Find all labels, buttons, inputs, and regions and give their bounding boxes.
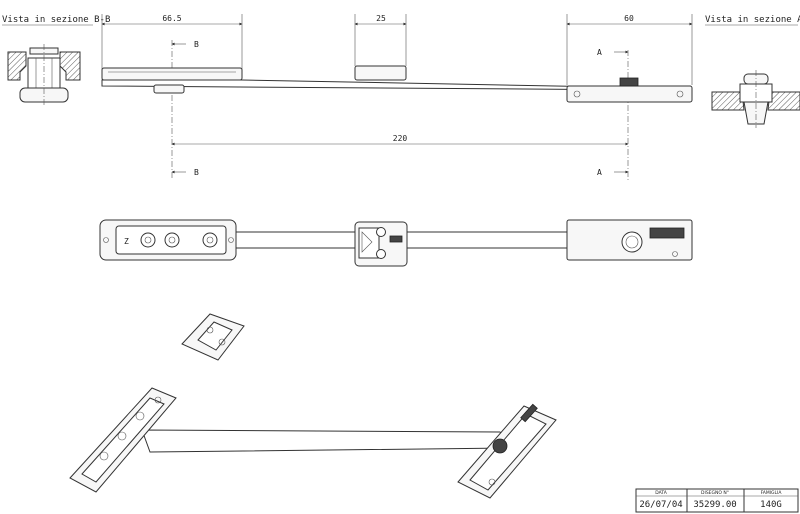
top-view: Z <box>99 219 693 267</box>
side-slider <box>354 65 407 81</box>
marker-b-bottom: B <box>194 168 199 177</box>
isometric-view <box>69 313 557 499</box>
title-block-header-family: FAMIGLIA <box>761 490 783 496</box>
section-title-aa: Vista in sezione A-A <box>705 15 800 25</box>
title-block-family: 140G <box>760 500 782 510</box>
section-bb-detail <box>7 44 81 106</box>
dimension-60: 60 <box>624 14 634 23</box>
dimension-66-5: 66.5 <box>162 14 181 23</box>
svg-text:Z: Z <box>124 237 129 246</box>
marker-a-bottom: A <box>597 168 602 177</box>
title-block-header-drawing: DISEGNO N° <box>701 490 729 496</box>
marker-a-top: A <box>597 48 602 57</box>
side-right-plate <box>566 85 693 103</box>
iso-arm <box>141 429 513 453</box>
side-view: 66.5 25 60 220 B B A A <box>101 14 693 180</box>
title-block-header-date: DATA <box>655 490 668 496</box>
side-left-plate <box>101 67 243 81</box>
dimension-25: 25 <box>376 14 386 23</box>
title-block-date: 26/07/04 <box>639 500 682 510</box>
dimension-220: 220 <box>393 134 408 143</box>
title-block-drawing-number: 35299.00 <box>693 500 736 510</box>
section-title-bb: Vista in sezione B-B <box>2 15 110 25</box>
marker-b-top: B <box>194 40 199 49</box>
title-block: DATA DISEGNO N° FAMIGLIA 26/07/04 35299.… <box>635 488 799 513</box>
section-aa-detail <box>711 70 800 128</box>
